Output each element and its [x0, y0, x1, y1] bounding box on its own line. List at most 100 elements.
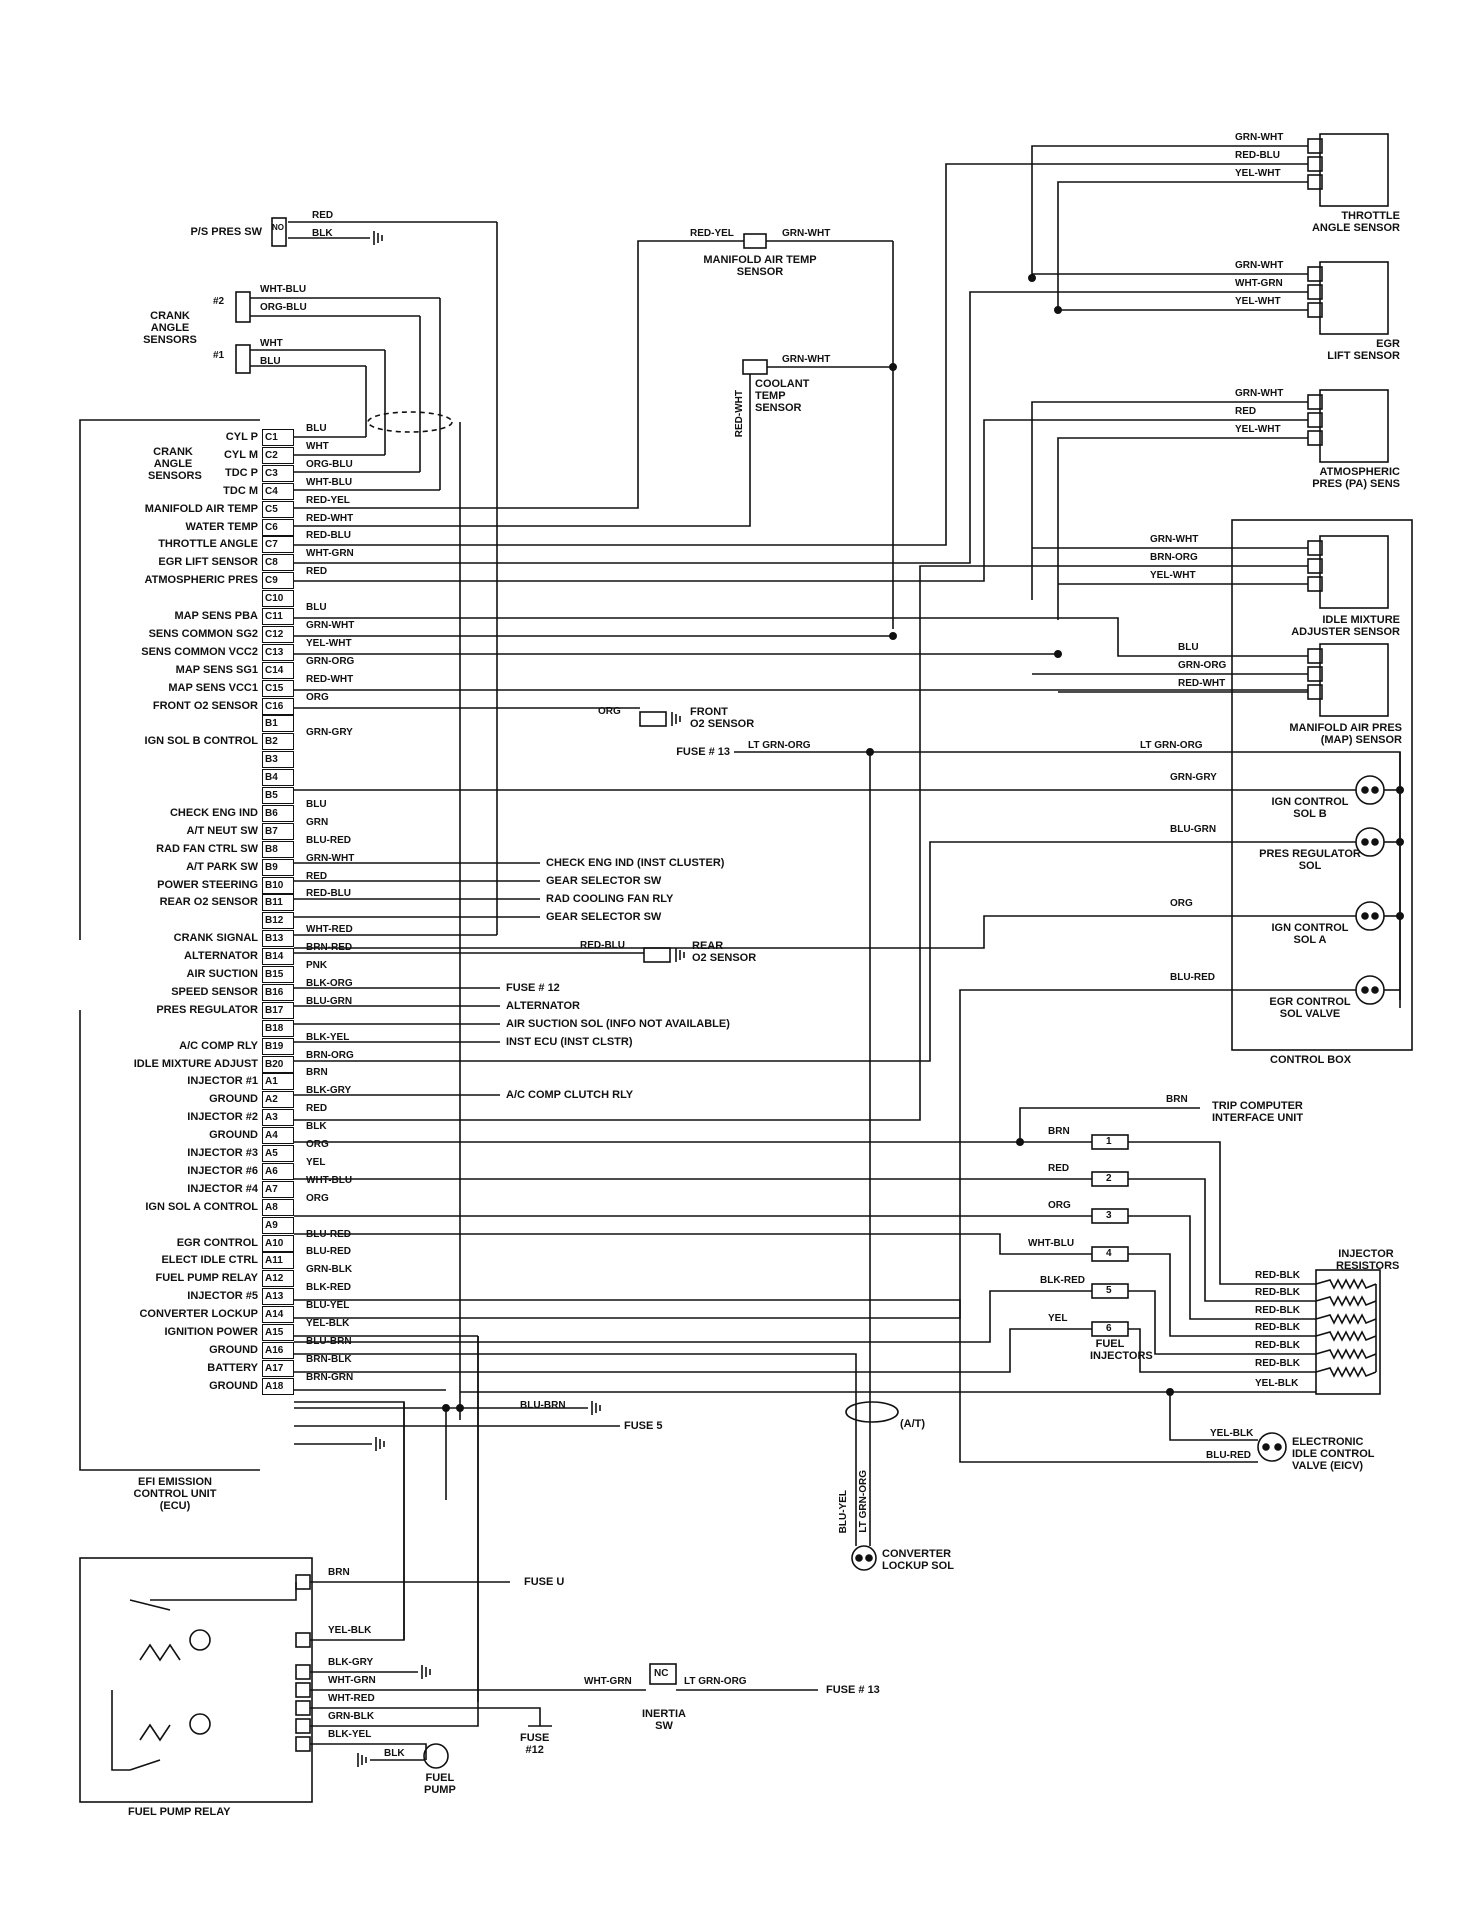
connector-pin [1307, 666, 1323, 682]
ecu-pin-c7: C7 [262, 536, 294, 554]
ecu-pin-a13: A13 [262, 1288, 294, 1306]
resistor-icon [1315, 1330, 1377, 1342]
wire [294, 163, 1308, 546]
wire-color-label: WHT-GRN [328, 1675, 376, 1686]
relay-terminal [295, 1682, 311, 1698]
connector-pin [1307, 266, 1323, 282]
switch-contact-icon [129, 1759, 161, 1771]
ecu-pin-function: CYL P [225, 431, 258, 443]
wire [294, 617, 1308, 657]
fuse13-lower-label: FUSE # 13 [826, 1684, 880, 1696]
ecu-pin-function: MAP SENS PBA [174, 610, 258, 622]
egr-control-sol-icon [1355, 975, 1385, 1005]
wire-color-label: BLK [306, 1121, 327, 1133]
ecu-pin-a9: A9 [262, 1216, 294, 1234]
wire-color-label: RED-WHT [306, 673, 354, 685]
ign-sol-b-icon [1355, 775, 1385, 805]
nc-label: NC [654, 1668, 669, 1679]
wire-color-label: WHT-RED [328, 1693, 375, 1704]
wire-color-label: YEL-WHT [1235, 424, 1281, 435]
ecu-pin-a1: A1 [262, 1073, 294, 1091]
dot [1371, 838, 1379, 846]
crank-2-label: #2 [213, 296, 225, 307]
wire-color-label: GRN-WHT [782, 228, 831, 239]
ecu-pin-function: INJECTOR #5 [187, 1290, 258, 1303]
wire-color-label: BLK [312, 228, 333, 239]
wire-color-label: YEL-BLK [328, 1625, 372, 1636]
ecu-pin-a14: A14 [262, 1306, 294, 1324]
control-box [1231, 519, 1413, 1051]
ps-pres-sw-label: P/S PRES SW [190, 226, 262, 238]
wire-color-label: PNK [306, 960, 328, 971]
wire-color-label: BLK-RED [1040, 1275, 1085, 1286]
ecu-pin-function: IGNITION POWER [164, 1326, 259, 1338]
wire-color-label: WHT-BLU [1028, 1238, 1075, 1249]
ecu-pin-a17: A17 [262, 1359, 294, 1377]
fuel-injector-4 [1091, 1246, 1129, 1262]
ecu-pin-function: TDC M [223, 484, 258, 497]
ign-sol-a-icon [1355, 901, 1385, 931]
wire-color-label: YEL-WHT [1235, 296, 1281, 307]
ecu-pin-function: GROUND [209, 1129, 258, 1142]
wire-color-label: BRN-ORG [306, 1049, 354, 1061]
ecu-pin-b5: B5 [262, 787, 294, 804]
splice-dot [1396, 911, 1405, 920]
wire-color-label: GRN-WHT [1235, 260, 1284, 271]
wire-color-label: RED [1235, 406, 1257, 417]
wire-color-label: YEL-BLK [1255, 1378, 1299, 1389]
destination-label: GEAR SELECTOR SW [546, 875, 662, 887]
wire-color-label: GRN-WHT [782, 354, 831, 365]
wire [294, 565, 1308, 1121]
wire-color-label: WHT [260, 338, 283, 349]
pa-sensor [1319, 389, 1389, 463]
destination-label: GEAR SELECTOR SW [546, 911, 662, 923]
wire [310, 1707, 541, 1726]
ecu-pin-function: ALTERNATOR [184, 950, 258, 963]
dot [1361, 912, 1369, 920]
wire-color-label: RED [306, 566, 328, 578]
ecu-pin-function: SENS COMMON VCC2 [141, 645, 258, 658]
ecu-pin-b17: B17 [262, 1001, 294, 1019]
dot [1274, 1443, 1282, 1451]
wire-color-label: WHT-GRN [306, 548, 354, 560]
ecu-pin-function: ELECT IDLE CTRL [161, 1254, 258, 1267]
wire-color-label: BLU [306, 798, 327, 810]
wire-color-label: BRN [1048, 1126, 1070, 1137]
wire-color-label: BLU-BRN [520, 1400, 566, 1411]
wire [1057, 437, 1308, 620]
wire [1128, 1178, 1316, 1302]
wire-color-label: BLU-YEL [838, 1490, 849, 1534]
wire-color-label: BLU [306, 602, 327, 613]
splice-dot [1054, 305, 1063, 314]
ecu-pin-b2: B2 [262, 733, 294, 751]
ecu-pin-function: FUEL PUMP RELAY [155, 1272, 259, 1285]
ecu-pin-function: REAR O2 SENSOR [159, 896, 258, 909]
pres-regulator-sol-icon [1355, 827, 1385, 857]
ecu-pin-function: INJECTOR #6 [187, 1164, 258, 1177]
injector-number: 1 [1106, 1136, 1112, 1147]
connector-pin [1307, 540, 1323, 556]
wire [294, 240, 744, 509]
ecu-pin-b1: B1 [262, 715, 294, 733]
ecu-pin-c16: C16 [262, 697, 294, 715]
splice-dot [888, 362, 897, 371]
wire-color-label: RED [312, 210, 334, 221]
wire [1031, 145, 1308, 278]
ecu-pin-function: INJECTOR #3 [187, 1147, 258, 1159]
destination-label: A/C COMP CLUTCH RLY [506, 1089, 634, 1101]
crank-sensor-1 [235, 344, 251, 374]
ecu-pin-function: TDC P [225, 466, 258, 479]
wire-color-label: RED [306, 1103, 328, 1115]
wire [294, 989, 1356, 1319]
wire [294, 841, 1356, 1062]
ecu-pin-c15: C15 [262, 679, 294, 697]
wire-color-label: WHT [306, 440, 329, 452]
